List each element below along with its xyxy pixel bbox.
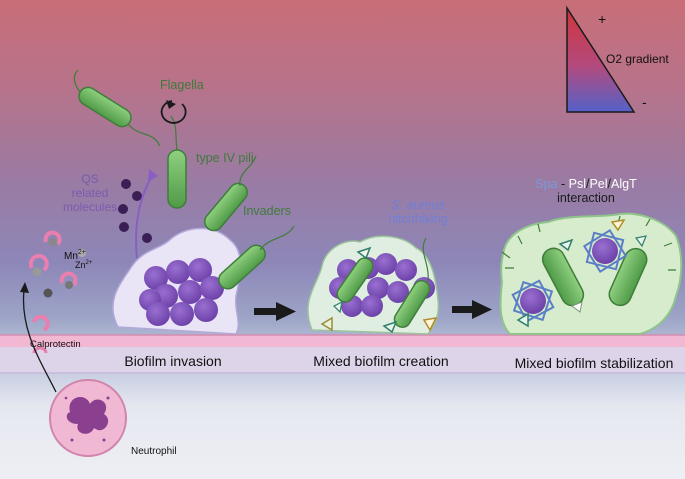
invaders-label: Invaders bbox=[243, 204, 291, 218]
invading-bacterium-pili bbox=[167, 115, 187, 209]
type-iv-pili-label: type IV pili bbox=[196, 151, 254, 165]
qs-molecules bbox=[118, 179, 152, 243]
gradient-label: O2 gradient bbox=[606, 52, 669, 66]
stage-arrow-2 bbox=[452, 300, 492, 319]
neutrophil-label: Neutrophil bbox=[131, 446, 177, 457]
stage3-spa-complex-2 bbox=[582, 228, 628, 274]
flagella-label: Flagella bbox=[160, 78, 204, 92]
invading-bacterium-4 bbox=[218, 225, 295, 290]
surface-pink-layer bbox=[0, 335, 685, 347]
interaction-label-line2: interaction bbox=[557, 191, 615, 205]
invading-bacterium-3 bbox=[204, 155, 257, 232]
zn-label: Zn2+ bbox=[75, 260, 93, 270]
gradient-minus-label: - bbox=[642, 94, 647, 110]
flagella-rotation-icon bbox=[160, 100, 187, 124]
stage3-pili bbox=[501, 215, 676, 271]
surface-lilac-layer bbox=[0, 347, 685, 373]
mn-label: Mn2+ bbox=[64, 249, 86, 262]
stage-title-stabilization: Mixed biofilm stabilization bbox=[515, 355, 674, 371]
qs-label-line2: related bbox=[72, 186, 109, 200]
stage-arrow-1 bbox=[254, 302, 296, 321]
neutrophil-cell bbox=[49, 379, 127, 457]
qs-label-line1: QS bbox=[81, 172, 98, 186]
calprotectin-ions bbox=[28, 230, 86, 354]
stage3-rods bbox=[541, 247, 648, 307]
invading-bacterium-flagellated bbox=[73, 69, 161, 147]
stage3-spa-complex-1 bbox=[511, 279, 555, 323]
o2-gradient-triangle bbox=[566, 5, 636, 113]
stage-title-invasion: Biofilm invasion bbox=[124, 353, 221, 369]
stage3-biofilm-matrix bbox=[499, 212, 683, 335]
stage1-biofilm-cluster bbox=[139, 258, 224, 326]
qs-arrow bbox=[135, 175, 153, 259]
stage3-spa-triangles bbox=[516, 218, 647, 328]
stage2-rods bbox=[336, 237, 431, 329]
calprotectin-label: Calprotectin bbox=[30, 339, 81, 350]
stage-title-creation: Mixed biofilm creation bbox=[313, 353, 448, 369]
hitchhiking-label-line2: hitchhiking bbox=[388, 212, 447, 226]
interaction-label: Spa - Psl/Pel/AlgT bbox=[535, 177, 637, 191]
gradient-plus-label: + bbox=[598, 11, 606, 27]
qs-arrow-head bbox=[148, 169, 158, 182]
hitchhiking-label-line1: S. aureus bbox=[391, 198, 445, 212]
neutrophil-arrow bbox=[22, 289, 57, 393]
qs-label-line3: molecules bbox=[63, 200, 117, 214]
stage2-spa-triangles bbox=[320, 246, 438, 334]
